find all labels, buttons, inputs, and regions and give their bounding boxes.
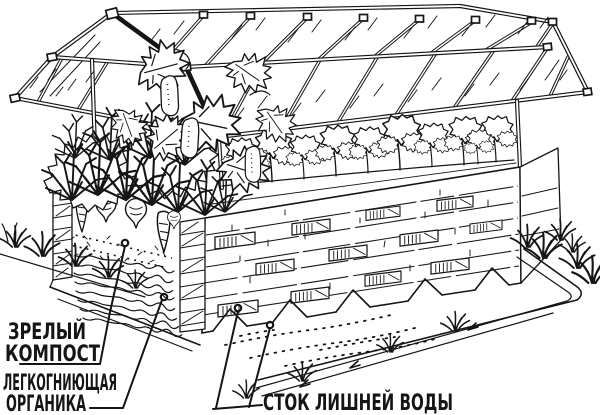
flow-arrows: [299, 322, 479, 388]
label-mature-compost-line1: ЗРЕЛЫЙ: [8, 319, 86, 345]
brick-pillars: [52, 178, 206, 333]
bed-bottom-edge: [49, 286, 201, 346]
wall-base-drain-notches: [201, 267, 522, 334]
compost-bed-cutaway: [49, 178, 206, 352]
leader-drain-2: [248, 327, 271, 408]
vented-block-wall: [201, 147, 562, 334]
mature-compost-layer: [61, 231, 173, 269]
callouts: ЗРЕЛЫЙ КОМПОСТ ЛЕГКОГНИЮЩАЯ ОРГАНИКА СТО…: [3, 238, 453, 415]
ground: [0, 218, 600, 399]
marker-dot-drain-hole: [233, 303, 243, 313]
marker-dot-compost: [120, 238, 130, 248]
label-excess-water-drain: СТОК ЛИШНЕЙ ВОДЫ: [263, 390, 453, 415]
label-organics-line1: ЛЕГКОГНИЮЩАЯ: [3, 371, 117, 396]
marker-dot-organics: [159, 292, 169, 302]
foliage: [41, 33, 306, 216]
drainage-ditch: [255, 248, 583, 397]
label-organics-line2: ОРГАНИКА: [6, 392, 86, 415]
leader-mature-compost: [19, 245, 126, 365]
cucumber-vine: [104, 33, 306, 201]
marker-dot-drain-ground: [265, 320, 275, 330]
gravel-dots: [224, 313, 436, 367]
leader-drain-1: [215, 310, 239, 409]
leader-organics: [89, 299, 163, 409]
glass-hatching: [29, 14, 568, 121]
label-mature-compost-line2: КОМПОСТ: [5, 342, 100, 367]
left-grass: [0, 222, 149, 298]
